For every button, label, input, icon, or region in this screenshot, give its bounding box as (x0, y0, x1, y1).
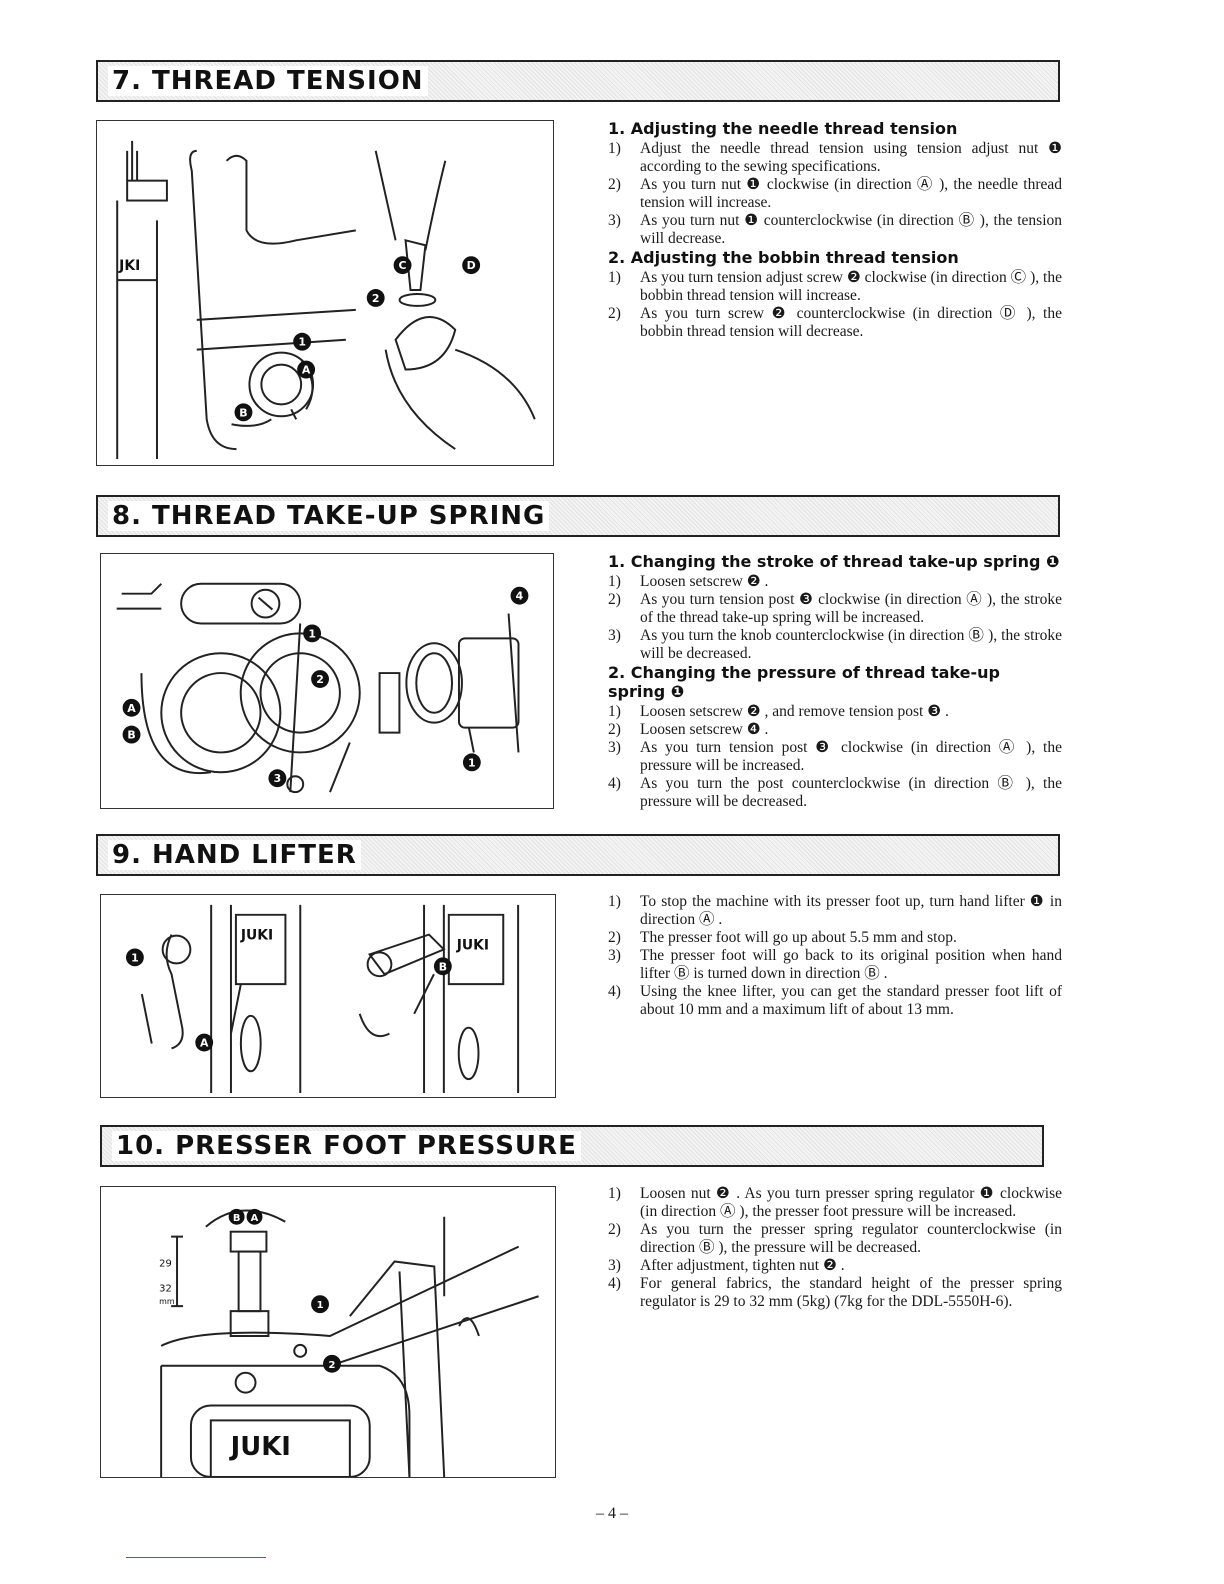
illustration-presser-foot: B A 1 2 29 32 mm JUKI (159, 1208, 539, 1477)
step: 1)Adjust the needle thread tension using… (608, 140, 1062, 175)
label-2: 2 (372, 292, 380, 305)
label-1: 1 (308, 627, 316, 640)
step: 3)As you turn the knob counterclockwise … (608, 627, 1062, 662)
label-1: 1 (131, 951, 139, 964)
step: 4)Using the knee lifter, you can get the… (608, 983, 1062, 1018)
label-2: 2 (329, 1360, 336, 1371)
step: 2)Loosen setscrew ❹ . (608, 721, 769, 738)
label-3: 3 (274, 772, 282, 785)
step: 2)As you turn the presser spring regulat… (608, 1221, 1062, 1256)
figure-take-up-spring: 1 2 3 4 1 A B (100, 553, 554, 809)
label-a: A (200, 1037, 209, 1050)
section-header-take-up-spring: 8. THREAD TAKE-UP SPRING (96, 495, 1060, 537)
illustration-take-up-spring: 1 2 3 4 1 A B (116, 582, 529, 794)
label-d: D (467, 259, 476, 272)
text-hand-lifter: 1)To stop the machine with its presser f… (608, 893, 1062, 1019)
dimension-max: 32 (159, 1283, 172, 1294)
step: 1)To stop the machine with its presser f… (608, 893, 1062, 928)
brand-logo: JKI (118, 258, 140, 274)
section-title: 7. THREAD TENSION (108, 66, 428, 96)
figure-hand-lifter: 1 A B JUKI JUKI (100, 894, 556, 1098)
section-header-presser-foot: 10. PRESSER FOOT PRESSURE (100, 1125, 1044, 1167)
illustration-thread-tension: C D 2 1 A B JKI (116, 140, 536, 460)
section-title: 9. HAND LIFTER (108, 840, 361, 870)
label-1: 1 (298, 336, 306, 349)
brand-logo: JUKI (229, 1432, 291, 1462)
label-c: C (399, 259, 407, 272)
label-b: B (233, 1213, 241, 1224)
label-a: A (251, 1213, 259, 1224)
dimension-min: 29 (159, 1258, 172, 1269)
footer-divider (126, 1557, 266, 1558)
section-title: 10. PRESSER FOOT PRESSURE (112, 1131, 581, 1161)
step: 3)After adjustment, tighten nut ❷ . (608, 1257, 845, 1274)
step: 2)As you turn nut ❶ clockwise (in direct… (608, 176, 1062, 211)
step: 2)The presser foot will go up about 5.5 … (608, 929, 957, 946)
step: 4)As you turn the post counterclockwise … (608, 775, 1062, 810)
text-take-up-spring: 1. Changing the stroke of thread take-up… (608, 552, 1062, 811)
label-b: B (239, 406, 247, 419)
sub-heading: 2. Changing the pressure of thread take-… (608, 663, 1000, 701)
text-presser-foot: 1)Loosen nut ❷ . As you turn presser spr… (608, 1185, 1062, 1311)
label-b: B (127, 729, 135, 742)
step: 1)Loosen setscrew ❷ , and remove tension… (608, 703, 949, 720)
text-thread-tension: 1. Adjusting the needle thread tension 1… (608, 119, 1062, 341)
section-title: 8. THREAD TAKE-UP SPRING (108, 501, 550, 531)
step: 1)Loosen setscrew ❷ . (608, 573, 769, 590)
step: 1)As you turn tension adjust screw ❷ clo… (608, 269, 1062, 304)
label-1: 1 (317, 1300, 324, 1311)
figure-thread-tension: C D 2 1 A B JKI (96, 120, 554, 466)
illustration-hand-lifter: 1 A B JUKI JUKI (126, 904, 520, 1094)
section-header-thread-tension: 7. THREAD TENSION (96, 60, 1060, 102)
label-a: A (127, 702, 136, 715)
label-a: A (302, 364, 311, 377)
label-b: B (439, 960, 447, 973)
step: 4)For general fabrics, the standard heig… (608, 1275, 1062, 1310)
page-number: – 4 – (596, 1505, 628, 1522)
label-1b: 1 (468, 756, 476, 769)
sub-heading: 2. Adjusting the bobbin thread tension (608, 248, 959, 267)
sub-heading: 1. Changing the stroke of thread take-up… (608, 552, 1060, 571)
step: 3)The presser foot will go back to its o… (608, 947, 1062, 982)
figure-presser-foot: B A 1 2 29 32 mm JUKI (100, 1186, 556, 1478)
step: 2)As you turn tension post ❸ clockwise (… (608, 591, 1062, 626)
step: 3)As you turn nut ❶ counterclockwise (in… (608, 212, 1062, 247)
section-header-hand-lifter: 9. HAND LIFTER (96, 834, 1060, 876)
label-4: 4 (516, 590, 524, 603)
step: 2)As you turn screw ❷ counterclockwise (… (608, 305, 1062, 340)
sub-heading: 1. Adjusting the needle thread tension (608, 119, 958, 138)
step: 3)As you turn tension post ❸ clockwise (… (608, 739, 1062, 774)
dimension-unit: mm (159, 1297, 175, 1306)
step: 1)Loosen nut ❷ . As you turn presser spr… (608, 1185, 1062, 1220)
brand-logo: JUKI (456, 937, 489, 953)
brand-logo: JUKI (240, 928, 273, 944)
label-2: 2 (316, 673, 324, 686)
